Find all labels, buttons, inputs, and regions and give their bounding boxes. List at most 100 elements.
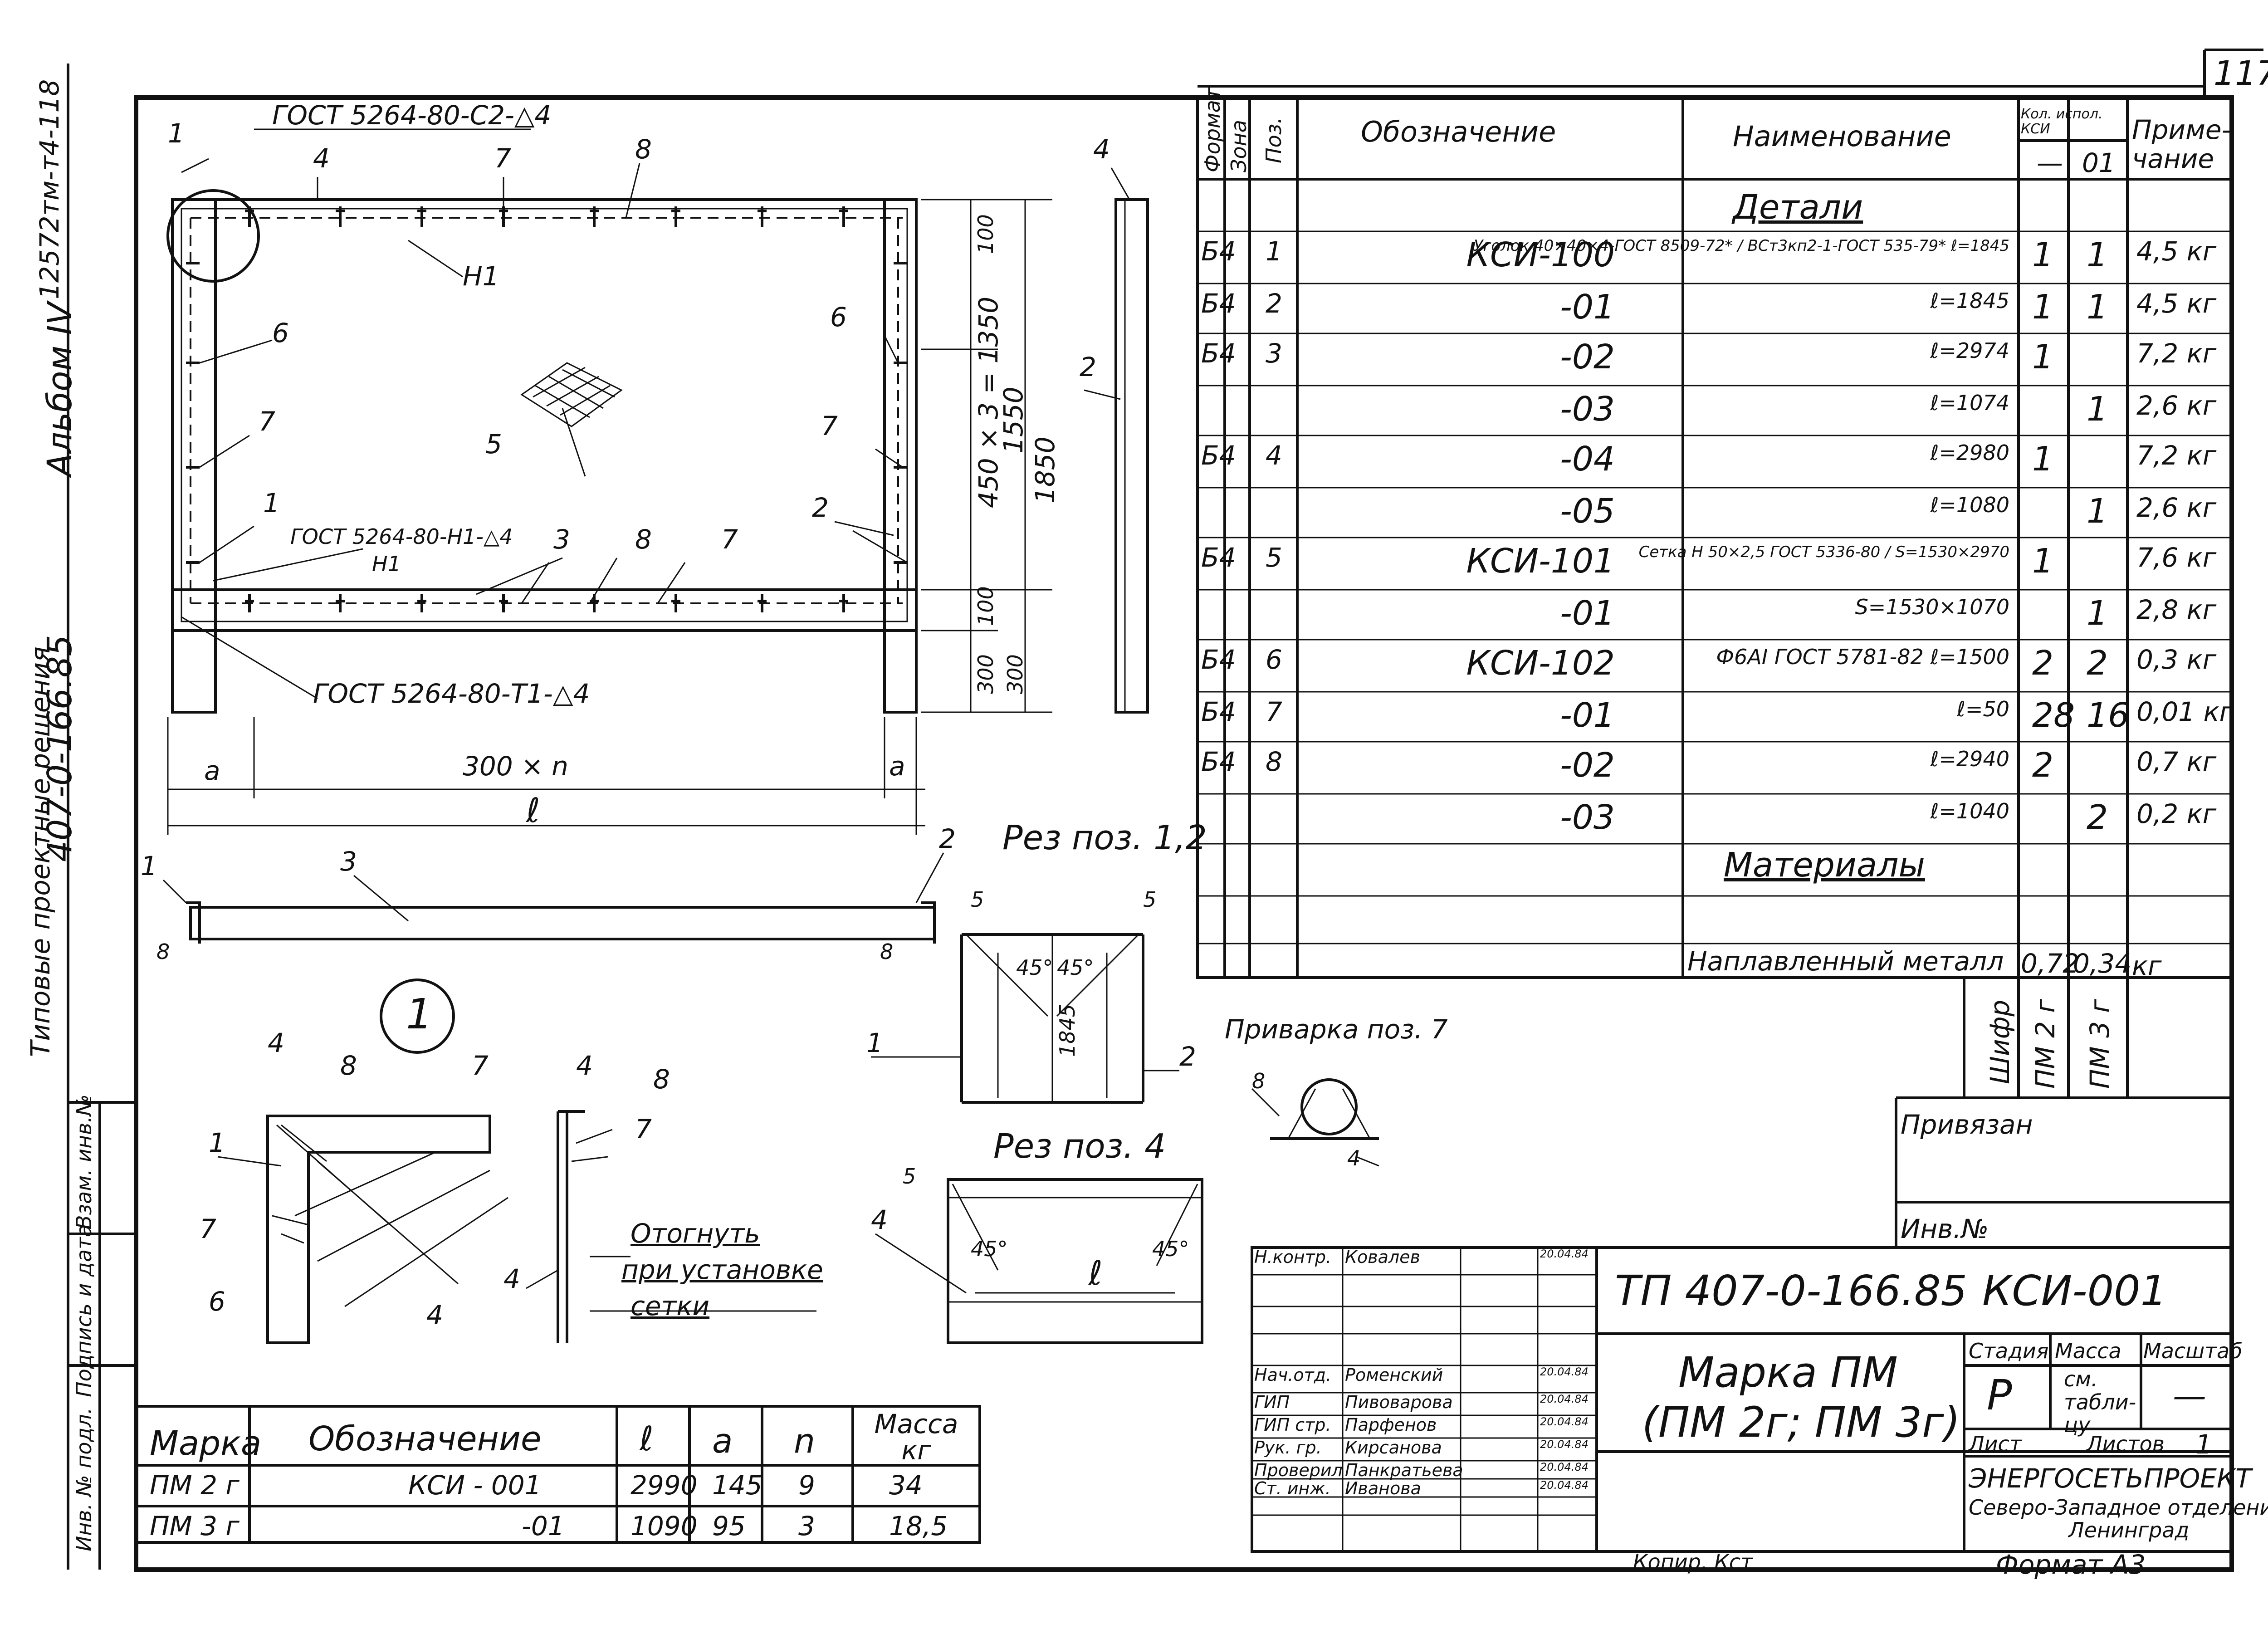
stamp-name: Ковалев xyxy=(1345,1247,1420,1267)
privyazan: Привязан xyxy=(1901,1109,2033,1140)
row-qty1: 1 xyxy=(2032,542,2054,581)
dim-5-b: 5 xyxy=(1143,887,1157,912)
row-name: Сетка Н 50×2,5 ГОСТ 5336-80 / S=1530×297… xyxy=(1638,543,2009,561)
node-pos-6: 6 xyxy=(209,1286,225,1317)
row-designation: -04 xyxy=(1560,440,1615,479)
series-code: 12572тм-т4-118 xyxy=(34,79,65,299)
album-label: Альбом IV xyxy=(40,302,79,476)
row-qty1: 2 xyxy=(2032,746,2054,785)
pos-1-top: 1 xyxy=(168,118,185,149)
bt-h-mass: Масса кг xyxy=(874,1409,958,1466)
stamp-name: Кирсанова xyxy=(1345,1438,1442,1458)
row-qty2: 1 xyxy=(2087,492,2108,531)
row-designation: -02 xyxy=(1560,338,1615,377)
title-line-2: (ПМ 2г; ПМ 3г) xyxy=(1642,1398,1960,1447)
row-name: ℓ=2940 xyxy=(1930,747,2009,771)
row-pos: 3 xyxy=(1266,338,1282,369)
row-format: Б4 xyxy=(1201,644,1236,675)
bt-n: 9 xyxy=(798,1470,815,1501)
row-pos: 1 xyxy=(1266,236,1282,267)
pos-5-mesh: 5 xyxy=(485,429,502,460)
row-name: ℓ=2980 xyxy=(1930,440,2009,465)
copy-note: Копир. Кст xyxy=(1633,1550,1753,1574)
dim-300-b: 300 xyxy=(1003,654,1027,694)
dim-100-bot: 100 xyxy=(973,586,998,626)
pos-1-mid: 1 xyxy=(263,488,280,519)
bt-a: 145 xyxy=(712,1470,763,1501)
hdr-qty: Кол. испол. КСИ xyxy=(2021,106,2103,137)
row-pos: 4 xyxy=(1266,440,1282,471)
stamp-date: 20.04.84 xyxy=(1540,1365,1589,1378)
row-qty2: 1 xyxy=(2087,288,2108,327)
stamp-date: 20.04.84 xyxy=(1540,1438,1589,1451)
title-grid xyxy=(1251,1096,2233,1553)
row-designation: -03 xyxy=(1560,798,1615,837)
material-q1: 0,72 xyxy=(2021,948,2080,979)
row-format: Б4 xyxy=(1201,236,1236,267)
stamp-role: Рук. гр. xyxy=(1254,1438,1322,1458)
node-number: 1 xyxy=(406,990,433,1038)
pos-2-cut: 2 xyxy=(1179,1041,1196,1072)
bt-l: 2990 xyxy=(631,1470,698,1501)
dim-8-right: 8 xyxy=(880,939,894,964)
node-pos-4b: 4 xyxy=(426,1300,443,1331)
dim-45-d: 45° xyxy=(1152,1237,1189,1261)
stamp-date: 20.04.84 xyxy=(1540,1461,1589,1473)
pos-7-right: 7 xyxy=(821,411,838,441)
title-line-1: Марка ПМ xyxy=(1678,1348,1898,1397)
row-note: 0,2 кг xyxy=(2136,798,2217,829)
row-format: Б4 xyxy=(1201,440,1236,471)
pos-7-left: 7 xyxy=(259,406,275,437)
pos-7-mid: 7 xyxy=(721,524,738,555)
bt-designation: КСИ - 001 xyxy=(408,1470,542,1501)
pos-2-mid: 2 xyxy=(812,492,829,523)
stamp-name: Пивоварова xyxy=(1345,1392,1453,1412)
dim-1850: 1850 xyxy=(1030,436,1061,504)
pos-1-section: 1 xyxy=(141,851,157,881)
sheets-value: 1 xyxy=(2195,1429,2212,1460)
node-side-pos-8: 8 xyxy=(653,1064,670,1095)
material-q2: 0,34 xyxy=(2073,948,2132,979)
hdr-zone: Зона xyxy=(1227,120,1251,172)
node-pos-7: 7 xyxy=(472,1050,489,1081)
cut-1-2-title: Рез поз. 1,2 xyxy=(1002,818,1207,857)
format-note: Формат А3 xyxy=(1996,1549,2146,1580)
org-name: ЭНЕРГОСЕТЬПРОЕКТ xyxy=(1969,1463,2252,1494)
frame-view xyxy=(166,189,918,714)
row-qty2: 1 xyxy=(2087,235,2108,274)
stamp-sign: Подпись и дата xyxy=(72,1224,96,1397)
row-name: ℓ=1845 xyxy=(1930,289,2009,313)
stamp-inv: Инв. № подл. xyxy=(72,1407,96,1551)
bt-h-l: ℓ xyxy=(640,1419,654,1458)
row-designation: -03 xyxy=(1560,390,1615,429)
row-name: ℓ=2974 xyxy=(1930,338,2009,363)
row-note: 7,2 кг xyxy=(2136,338,2217,369)
bt-mass: 18,5 xyxy=(889,1511,948,1541)
weld-dim-4: 4 xyxy=(1347,1146,1361,1170)
node-side-pos-7: 7 xyxy=(635,1114,652,1145)
row-designation: -05 xyxy=(1560,492,1615,531)
mass-header: Масса xyxy=(2055,1339,2121,1363)
row-pos: 6 xyxy=(1266,644,1282,675)
pos-8-top: 8 xyxy=(635,134,652,165)
pos-4-top: 4 xyxy=(313,143,330,174)
stamp-name: Парфенов xyxy=(1345,1415,1437,1435)
row-note: 0,7 кг xyxy=(2136,746,2217,777)
stamp-role: ГИП xyxy=(1254,1392,1290,1412)
row-name: ℓ=1040 xyxy=(1930,799,2009,823)
row-pos: 7 xyxy=(1266,696,1282,727)
dim-l-cut: ℓ xyxy=(1089,1254,1103,1293)
pos-2-section: 2 xyxy=(939,823,956,854)
weld-7-title: Приварка поз. 7 xyxy=(1225,1014,1448,1045)
sheet-number: 117 xyxy=(2214,54,2268,93)
stamp-date: 20.04.84 xyxy=(1540,1415,1589,1428)
row-note: 0,01 кг xyxy=(2136,696,2234,727)
row-qty1: 1 xyxy=(2032,338,2054,377)
project-type: Типовые проектные решения xyxy=(25,646,56,1057)
row-designation: -01 xyxy=(1560,696,1615,735)
bt-h-designation: Обозначение xyxy=(308,1419,542,1458)
cipher-label: Шифр xyxy=(1984,999,2015,1084)
dim-l: ℓ xyxy=(526,791,540,830)
node-side-pos-4b: 4 xyxy=(503,1263,520,1294)
